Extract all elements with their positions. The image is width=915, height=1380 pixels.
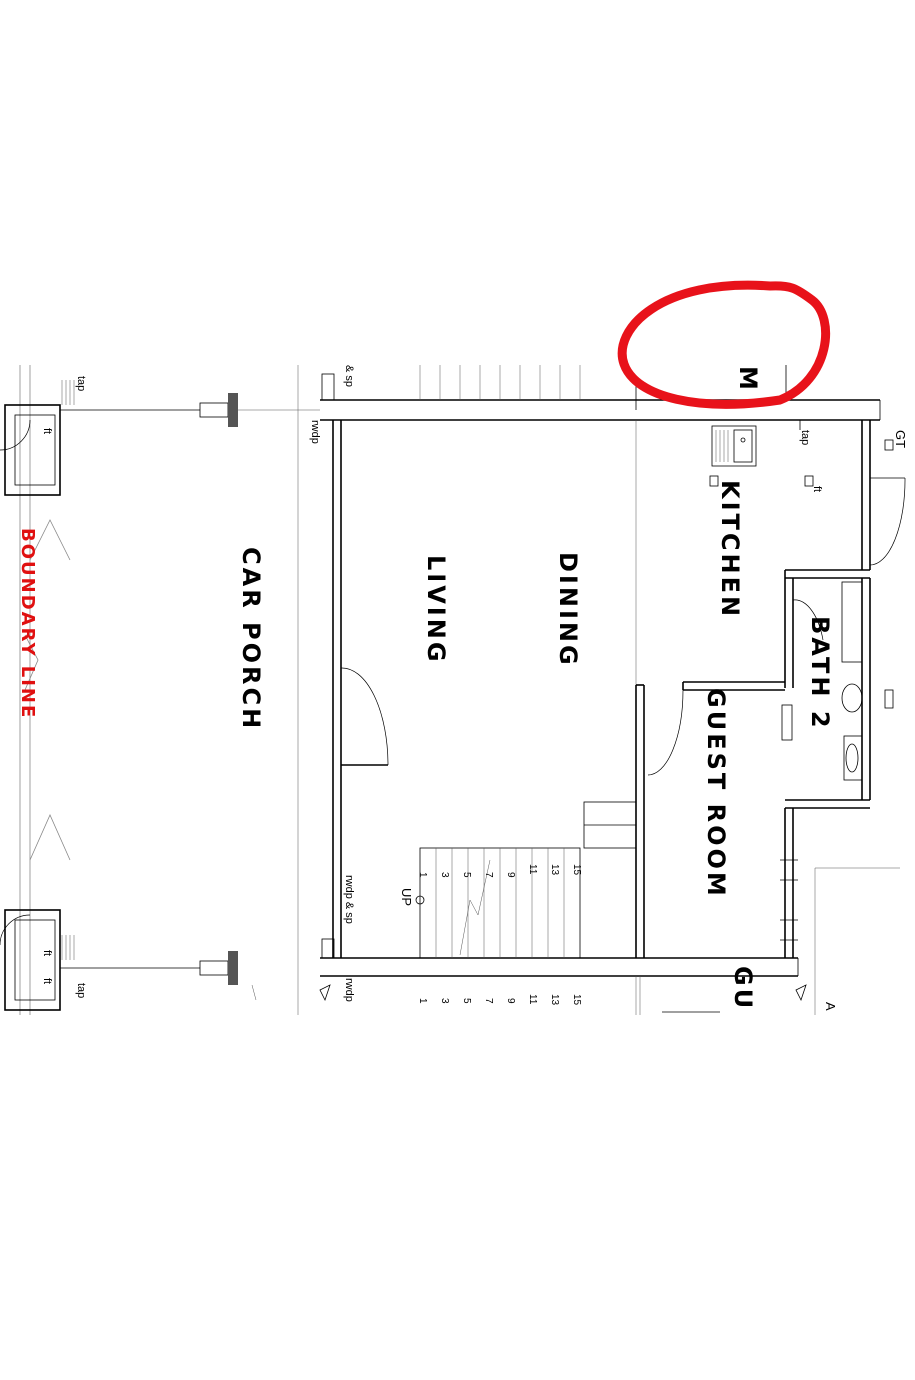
partial-room-label-bottom: GU xyxy=(729,966,757,1011)
stair-number: 7 xyxy=(483,872,494,878)
dining-label: DINING xyxy=(554,552,582,668)
main-walls xyxy=(320,373,881,977)
ft-label-left-top: ft xyxy=(41,428,53,434)
stair-number: 1 xyxy=(417,872,428,878)
bath-2-label: BATH 2 xyxy=(806,616,834,731)
car-porch-label: CAR PORCH xyxy=(237,547,265,731)
sp-label-top: & sp xyxy=(343,365,355,387)
stair-number: 5 xyxy=(461,998,472,1004)
lower-stair-numbers: 1 3 5 7 9 11 13 15 xyxy=(417,994,582,1006)
living-label: LIVING xyxy=(422,555,450,665)
gate-posts xyxy=(199,365,320,1015)
ft-label-kitchen: ft xyxy=(811,486,823,492)
stair-number: 3 xyxy=(439,872,450,878)
ft-label-left-bottom-1: ft xyxy=(41,950,53,956)
guest-room-walls xyxy=(635,681,900,1015)
rwdp-label-top: rwdp xyxy=(309,420,321,444)
up-label: UP xyxy=(399,888,414,906)
bath-2-walls xyxy=(781,569,871,809)
rwdp-sp-label-bottom: rwdp & sp xyxy=(343,875,355,924)
kitchen-label: KITCHEN xyxy=(716,480,744,619)
gt-label: GT xyxy=(893,430,908,448)
boundary-line-label: BOUNDARY LINE xyxy=(17,528,38,719)
stair-number: 9 xyxy=(505,998,516,1004)
stairs xyxy=(415,801,637,959)
stair-number: 13 xyxy=(549,994,560,1006)
guest-room-label: GUEST ROOM xyxy=(702,688,730,899)
entry-door xyxy=(340,667,389,766)
stair-number: 9 xyxy=(505,872,516,878)
stair-number: 7 xyxy=(483,998,494,1004)
stair-number: 11 xyxy=(527,994,538,1005)
kitchen-fixtures xyxy=(709,420,906,709)
boundary-zone xyxy=(0,365,200,1015)
stair-number: 15 xyxy=(571,994,582,1006)
stair-number: 1 xyxy=(417,998,428,1004)
stair-numbers: 1 3 5 7 9 11 13 15 xyxy=(417,864,582,878)
stair-number: 13 xyxy=(549,864,560,876)
stair-number: 11 xyxy=(527,864,538,875)
stair-number: 3 xyxy=(439,998,450,1004)
rwdp-label-bottom: rwdp xyxy=(343,978,355,1002)
stair-number: 5 xyxy=(461,872,472,878)
tap-label-kitchen: tap xyxy=(799,430,811,445)
a-label-partial: A xyxy=(823,1002,838,1011)
ft-label-left-bottom-2: ft xyxy=(41,978,53,984)
partial-room-label-top: M xyxy=(734,366,762,393)
stair-number: 15 xyxy=(571,864,582,876)
highlight-circle xyxy=(617,280,831,409)
top-stair-lines xyxy=(419,365,581,400)
tap-label-left-bottom: tap xyxy=(75,983,87,998)
tap-label-left-top: tap xyxy=(75,376,87,391)
